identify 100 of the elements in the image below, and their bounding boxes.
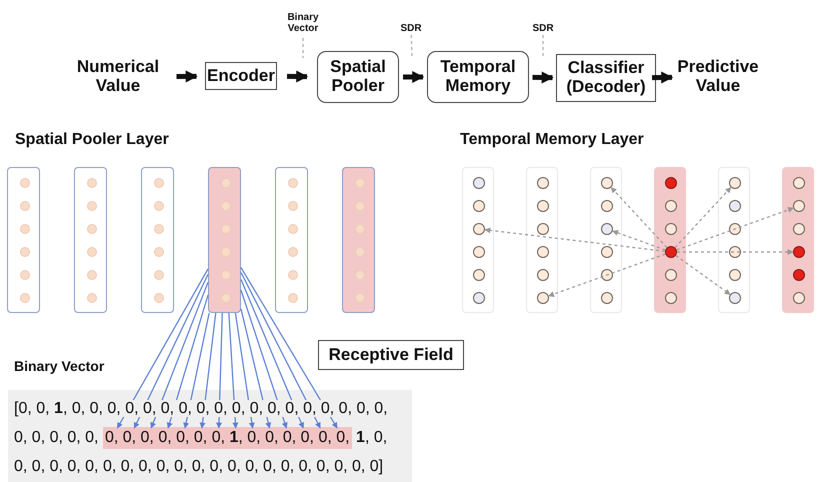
cell-circle: [86, 178, 96, 188]
cell-circle: [537, 269, 549, 281]
cell-circle: [537, 200, 549, 212]
arrow: [532, 72, 554, 84]
cell-circle: [86, 201, 96, 211]
arrow: [240, 267, 338, 429]
process-box: Temporal Memory: [427, 51, 529, 103]
cell-circle: [154, 201, 164, 211]
cell-circle: [20, 224, 30, 234]
arrow: [116, 268, 209, 429]
process-box: Encoder: [205, 62, 277, 90]
leader-line: [302, 38, 304, 58]
cell-circle: [288, 247, 298, 257]
cell-circle: [473, 292, 485, 304]
annotation-label: SDR: [526, 21, 560, 35]
arrow: [610, 186, 668, 248]
column-box: [462, 167, 494, 313]
cell-circle: [473, 246, 485, 258]
callout-box: Receptive Field: [318, 340, 464, 370]
annotation-label: SDR: [394, 21, 428, 35]
arrow: [176, 70, 198, 82]
annotation-label: Binary Vector: [276, 8, 330, 38]
cell-circle: [288, 270, 298, 280]
cell-circle: [154, 224, 164, 234]
arrow: [652, 72, 674, 84]
arrow: [676, 207, 794, 251]
panel-heading: Binary Vector: [14, 358, 104, 374]
cell-circle: [601, 269, 613, 281]
arrow: [676, 255, 731, 295]
cell-circle: [154, 293, 164, 303]
cell-circle: [793, 246, 805, 258]
arrow: [240, 308, 272, 429]
highlight-band: 0, 0, 0, 0, 0, 0, 0, 1, 0, 0, 0, 0, 0, 0,: [102, 427, 352, 449]
arrow: [612, 230, 666, 251]
cell-circle: [729, 292, 741, 304]
column-box: [590, 167, 622, 313]
cell-circle: [288, 293, 298, 303]
cell-circle: [601, 200, 613, 212]
cell-circle: [20, 270, 30, 280]
cell-circle: [20, 293, 30, 303]
cell-circle: [601, 246, 613, 258]
cell-circle: [537, 292, 549, 304]
cell-circle: [793, 200, 805, 212]
arrow: [403, 71, 424, 83]
cell-circle: [601, 223, 613, 235]
cell-circle: [665, 292, 677, 304]
arrow: [240, 279, 304, 429]
cell-circle: [665, 223, 677, 235]
leader-line: [410, 34, 413, 56]
arrow: [240, 272, 321, 429]
arrow: [216, 312, 223, 429]
arrow: [150, 282, 209, 429]
vector-text: 0, 0, 0, 0, 0, 0, 0, 0, 0, 0, 0, 0, 0, 0, 0, 0, 0, 0, 0, 0, 0]: [14, 458, 384, 475]
cell-circle: [793, 223, 805, 235]
cell-circle: [537, 177, 549, 189]
column-box: [526, 167, 558, 313]
cell-circle: [665, 269, 677, 281]
column-box: [7, 167, 40, 313]
column-box: [275, 167, 308, 313]
arrow: [548, 253, 666, 297]
cell-circle: [154, 247, 164, 257]
cell-circle: [288, 224, 298, 234]
cell-circle: [86, 224, 96, 234]
cell-circle: [793, 177, 805, 189]
arrow: [183, 312, 210, 429]
arrow: [286, 70, 308, 82]
cell-circle: [793, 292, 805, 304]
arrow: [166, 294, 209, 429]
cell-circle: [729, 223, 741, 235]
cell-circle: [288, 201, 298, 211]
section-heading: Spatial Pooler Layer: [15, 131, 169, 149]
cell-circle: [473, 269, 485, 281]
arrow: [677, 249, 794, 255]
vector-text: 1, 0,: [356, 429, 388, 446]
cell-circle: [86, 270, 96, 280]
column-box: [342, 167, 375, 313]
cell-circle: [729, 177, 741, 189]
section-heading: Temporal Memory Layer: [460, 131, 644, 149]
cell-circle: [729, 246, 741, 258]
cell-circle: [665, 246, 677, 258]
cell-circle: [288, 178, 298, 188]
cell-circle: [20, 201, 30, 211]
leader-line: [542, 35, 544, 58]
cell-circle: [601, 177, 613, 189]
column-box: [208, 167, 241, 313]
cell-circle: [537, 246, 549, 258]
vector-text: 0, 0, 0, 0, 0,: [14, 429, 98, 446]
cell-circle: [20, 247, 30, 257]
cell-circle: [473, 200, 485, 212]
cell-circle: [473, 177, 485, 189]
output-label: Predictive Value: [668, 55, 768, 99]
column-box: [718, 167, 750, 313]
process-box: Classifier (Decoder): [556, 54, 656, 102]
arrow: [674, 186, 732, 248]
cell-circle: [729, 269, 741, 281]
arrow: [134, 274, 209, 429]
process-box: Spatial Pooler: [317, 51, 399, 103]
cell-circle: [473, 223, 485, 235]
cell-circle: [154, 178, 164, 188]
arrow: [228, 312, 238, 429]
